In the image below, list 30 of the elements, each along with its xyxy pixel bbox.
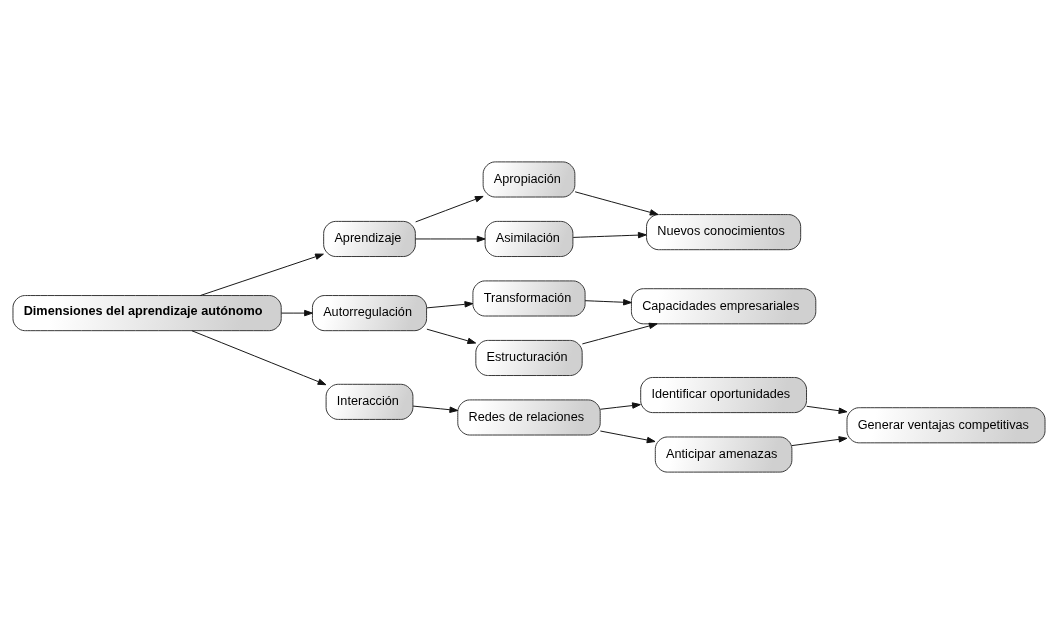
arrow — [412, 405, 459, 413]
arrow — [199, 253, 324, 296]
node-box: Identificar oportunidades — [640, 377, 807, 414]
arrow — [599, 402, 641, 410]
arrow — [415, 195, 484, 223]
arrow — [599, 430, 656, 444]
node-box: Estructuración — [475, 339, 583, 376]
node-box: Generar ventajas competitivas — [846, 407, 1046, 444]
node-box: Aprendizaje — [323, 220, 416, 257]
arrow — [806, 405, 848, 414]
arrow — [191, 330, 327, 386]
node-box: Anticipar amenazas — [654, 436, 793, 473]
node-box: Dimensiones del aprendizaje autónomo — [12, 295, 282, 332]
arrow — [426, 328, 477, 345]
node-box: Capacidades empresariales — [630, 288, 817, 325]
arrow — [574, 191, 659, 216]
arrow — [280, 309, 313, 317]
arrow — [426, 301, 474, 309]
node-box: Apropiación — [482, 161, 576, 198]
arrow — [572, 231, 647, 239]
node-box: Asimilación — [484, 220, 574, 257]
node-box: Nuevos conocimientos — [646, 214, 802, 251]
node-box: Autorregulación — [311, 295, 428, 332]
node-box: Transformación — [472, 280, 586, 317]
node-box: Redes de relaciones — [457, 399, 601, 436]
arrow — [584, 299, 632, 306]
node-box: Interacción — [325, 383, 414, 420]
arrow — [791, 436, 848, 447]
arrow — [581, 322, 658, 345]
arrow — [415, 235, 486, 243]
